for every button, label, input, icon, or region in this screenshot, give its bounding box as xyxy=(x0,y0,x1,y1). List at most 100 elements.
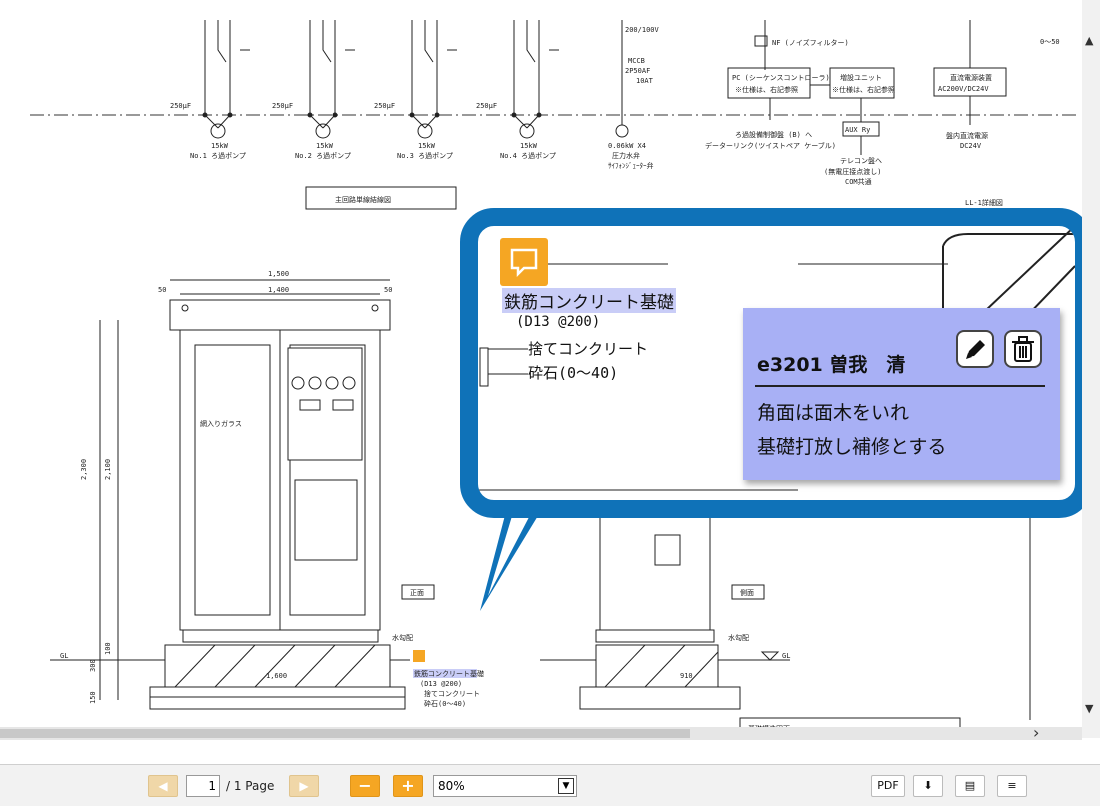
telecon-sub2: COM共通 xyxy=(845,177,872,186)
comment-divider xyxy=(755,385,1045,387)
zoom-in-button[interactable]: + xyxy=(393,775,423,797)
comment-author: e3201 曽我 清 xyxy=(757,354,906,376)
pump-label-3: No.3 ろ過ポンプ xyxy=(397,151,453,160)
comment-line-2: 基礎打放し補修とする xyxy=(757,436,947,458)
next-page-button[interactable]: ▶ xyxy=(289,775,319,797)
print-button[interactable]: ▤ xyxy=(955,775,985,797)
cap-label-2: 250μF xyxy=(272,102,293,110)
pump-label-2: No.2 ろ過ポンプ xyxy=(295,151,351,160)
pdf-label: PDF xyxy=(877,779,899,792)
drawing-svg: 250μF 250μF 250μF 250μF 15kW 15kW 15kW 1… xyxy=(30,20,1080,738)
viewer-toolbar: ◀ 1 / 1 Page ▶ − + 80% ▼ PDF ⬇ ▤ ≡ xyxy=(0,764,1100,806)
data-link: データーリンク(ツイストペア ケーブル) xyxy=(705,141,836,150)
download-button[interactable]: ⬇ xyxy=(913,775,943,797)
zoom-out-button[interactable]: − xyxy=(350,775,380,797)
telecon: テレコン盤へ xyxy=(840,156,882,165)
pump-label-1: No.1 ろ過ポンプ xyxy=(190,151,246,160)
pressure-pump-sub: ｻｲﾌｫﾝｼﾞｪｰﾀｰ弁 xyxy=(608,161,654,170)
page-count-label: / 1 Page xyxy=(226,779,275,793)
cap-label-1: 250μF xyxy=(170,102,191,110)
hidden-note: ※仕様は、右記参照 xyxy=(832,85,895,94)
top-right-label: 0～50 xyxy=(1040,38,1060,46)
next-arrow-icon: ▶ xyxy=(299,779,309,793)
water-grad-label: 水勾配 xyxy=(392,633,413,642)
water-grad-side: 水勾配 xyxy=(728,633,749,642)
delete-comment-button[interactable] xyxy=(1004,330,1042,368)
horizontal-scroll-thumb[interactable] xyxy=(0,729,690,738)
front-view-cabinet: 1,500 1,400 50 50 xyxy=(50,270,410,710)
pump-circuit-3 xyxy=(409,20,457,139)
dc-supply-spec: AC200V/DC24V xyxy=(938,85,989,93)
small-gravel: 砕石(0～40) xyxy=(424,699,466,708)
callout-sute-label: 捨てコンクリート xyxy=(528,340,649,358)
comment-card: e3201 曽我 清 角面は面木をいれ 基礎打放し補修とする xyxy=(743,308,1060,480)
pencil-icon xyxy=(966,340,985,359)
prev-arrow-icon: ◀ xyxy=(158,779,168,793)
pump-rating-1: 15kW xyxy=(211,142,229,150)
pump-circuit-1 xyxy=(202,20,250,139)
dim-2300: 2,300 xyxy=(80,459,88,480)
dim-300: 300 xyxy=(89,659,97,672)
callout-d13-label: (D13 @200) xyxy=(516,314,601,330)
supply-label: 200/100V xyxy=(625,26,660,34)
pump-rating-4: 15kW xyxy=(520,142,538,150)
comment-marker-small[interactable] xyxy=(413,650,425,662)
dim-1600: 1,600 xyxy=(266,672,287,680)
dim-100: 100 xyxy=(104,642,112,655)
scroll-down-icon[interactable]: ▼ xyxy=(1085,702,1094,715)
vertical-scrollbar[interactable]: ▲ ▼ xyxy=(1082,0,1100,738)
glass-label: 網入りガラス xyxy=(200,419,242,428)
trash-icon xyxy=(1012,336,1034,362)
chevron-down-icon: ▼ xyxy=(558,778,574,794)
dim-50a: 50 xyxy=(158,286,166,294)
dim-2100: 2,100 xyxy=(104,459,112,480)
mccb-label: MCCB xyxy=(628,57,645,65)
comment-icon[interactable] xyxy=(500,238,548,286)
internal-dc: 盤内直流電源 xyxy=(946,131,988,140)
page-number-input[interactable]: 1 xyxy=(186,775,220,797)
pump-label-4: No.4 ろ過ポンプ xyxy=(500,151,556,160)
pump-circuit-4 xyxy=(511,20,559,139)
horizontal-scrollbar[interactable]: › xyxy=(0,723,1082,742)
prev-page-button[interactable]: ◀ xyxy=(148,775,178,797)
scroll-up-icon[interactable]: ▲ xyxy=(1085,34,1094,47)
callout-tail xyxy=(480,496,550,611)
dc-supply: 直流電源装置 xyxy=(950,73,992,82)
pump-circuit-2 xyxy=(307,20,355,139)
gl-label: GL xyxy=(60,652,68,660)
telecon-sub: (無電圧接点渡し) xyxy=(824,167,881,176)
pc-note: ※仕様は、右記参照 xyxy=(735,85,798,94)
pdf-button[interactable]: PDF xyxy=(871,775,905,797)
gl-side: GL xyxy=(782,652,790,660)
zoom-value: 80% xyxy=(438,779,465,793)
diagram-title: 主回路単線結線図 xyxy=(335,195,391,204)
dim-150: 150 xyxy=(89,691,97,704)
filter-panel: ろ過設備制御盤 (B) へ xyxy=(735,130,812,139)
pressure-rating: 0.06kW X4 xyxy=(608,142,646,150)
internal-dc-spec: DC24V xyxy=(960,142,982,150)
edit-comment-button[interactable] xyxy=(956,330,994,368)
printer-icon: ▤ xyxy=(964,779,976,792)
scroll-right-icon[interactable]: › xyxy=(1033,723,1040,742)
side-view-label: 側面 xyxy=(740,588,754,597)
aux-label: AUX Ry xyxy=(845,126,870,134)
pump-rating-3: 15kW xyxy=(418,142,436,150)
plus-icon: + xyxy=(401,776,415,795)
small-sute: 捨てコンクリート xyxy=(424,689,480,698)
mccb-trip: 10AT xyxy=(636,77,654,85)
hidden-unit: 増設ユニット xyxy=(840,73,882,82)
menu-button[interactable]: ≡ xyxy=(997,775,1027,797)
pressure-pump: 圧力水弁 xyxy=(612,151,640,160)
zoom-select[interactable]: 80% ▼ xyxy=(433,775,577,797)
dim-1500: 1,500 xyxy=(268,270,289,278)
pc-label: PC (シーケンスコントローラ) xyxy=(732,74,830,82)
small-foundation: 鉄筋コンクリート基礎 xyxy=(414,669,484,678)
detail-title: LL-1詳細図 xyxy=(965,198,1003,207)
minus-icon: − xyxy=(358,776,372,795)
cap-label-4: 250μF xyxy=(476,102,497,110)
front-view-label: 正面 xyxy=(410,589,424,597)
mccb-rating: 2P50AF xyxy=(625,67,650,75)
dim-50b: 50 xyxy=(384,286,392,294)
dim-1400: 1,400 xyxy=(268,286,289,294)
